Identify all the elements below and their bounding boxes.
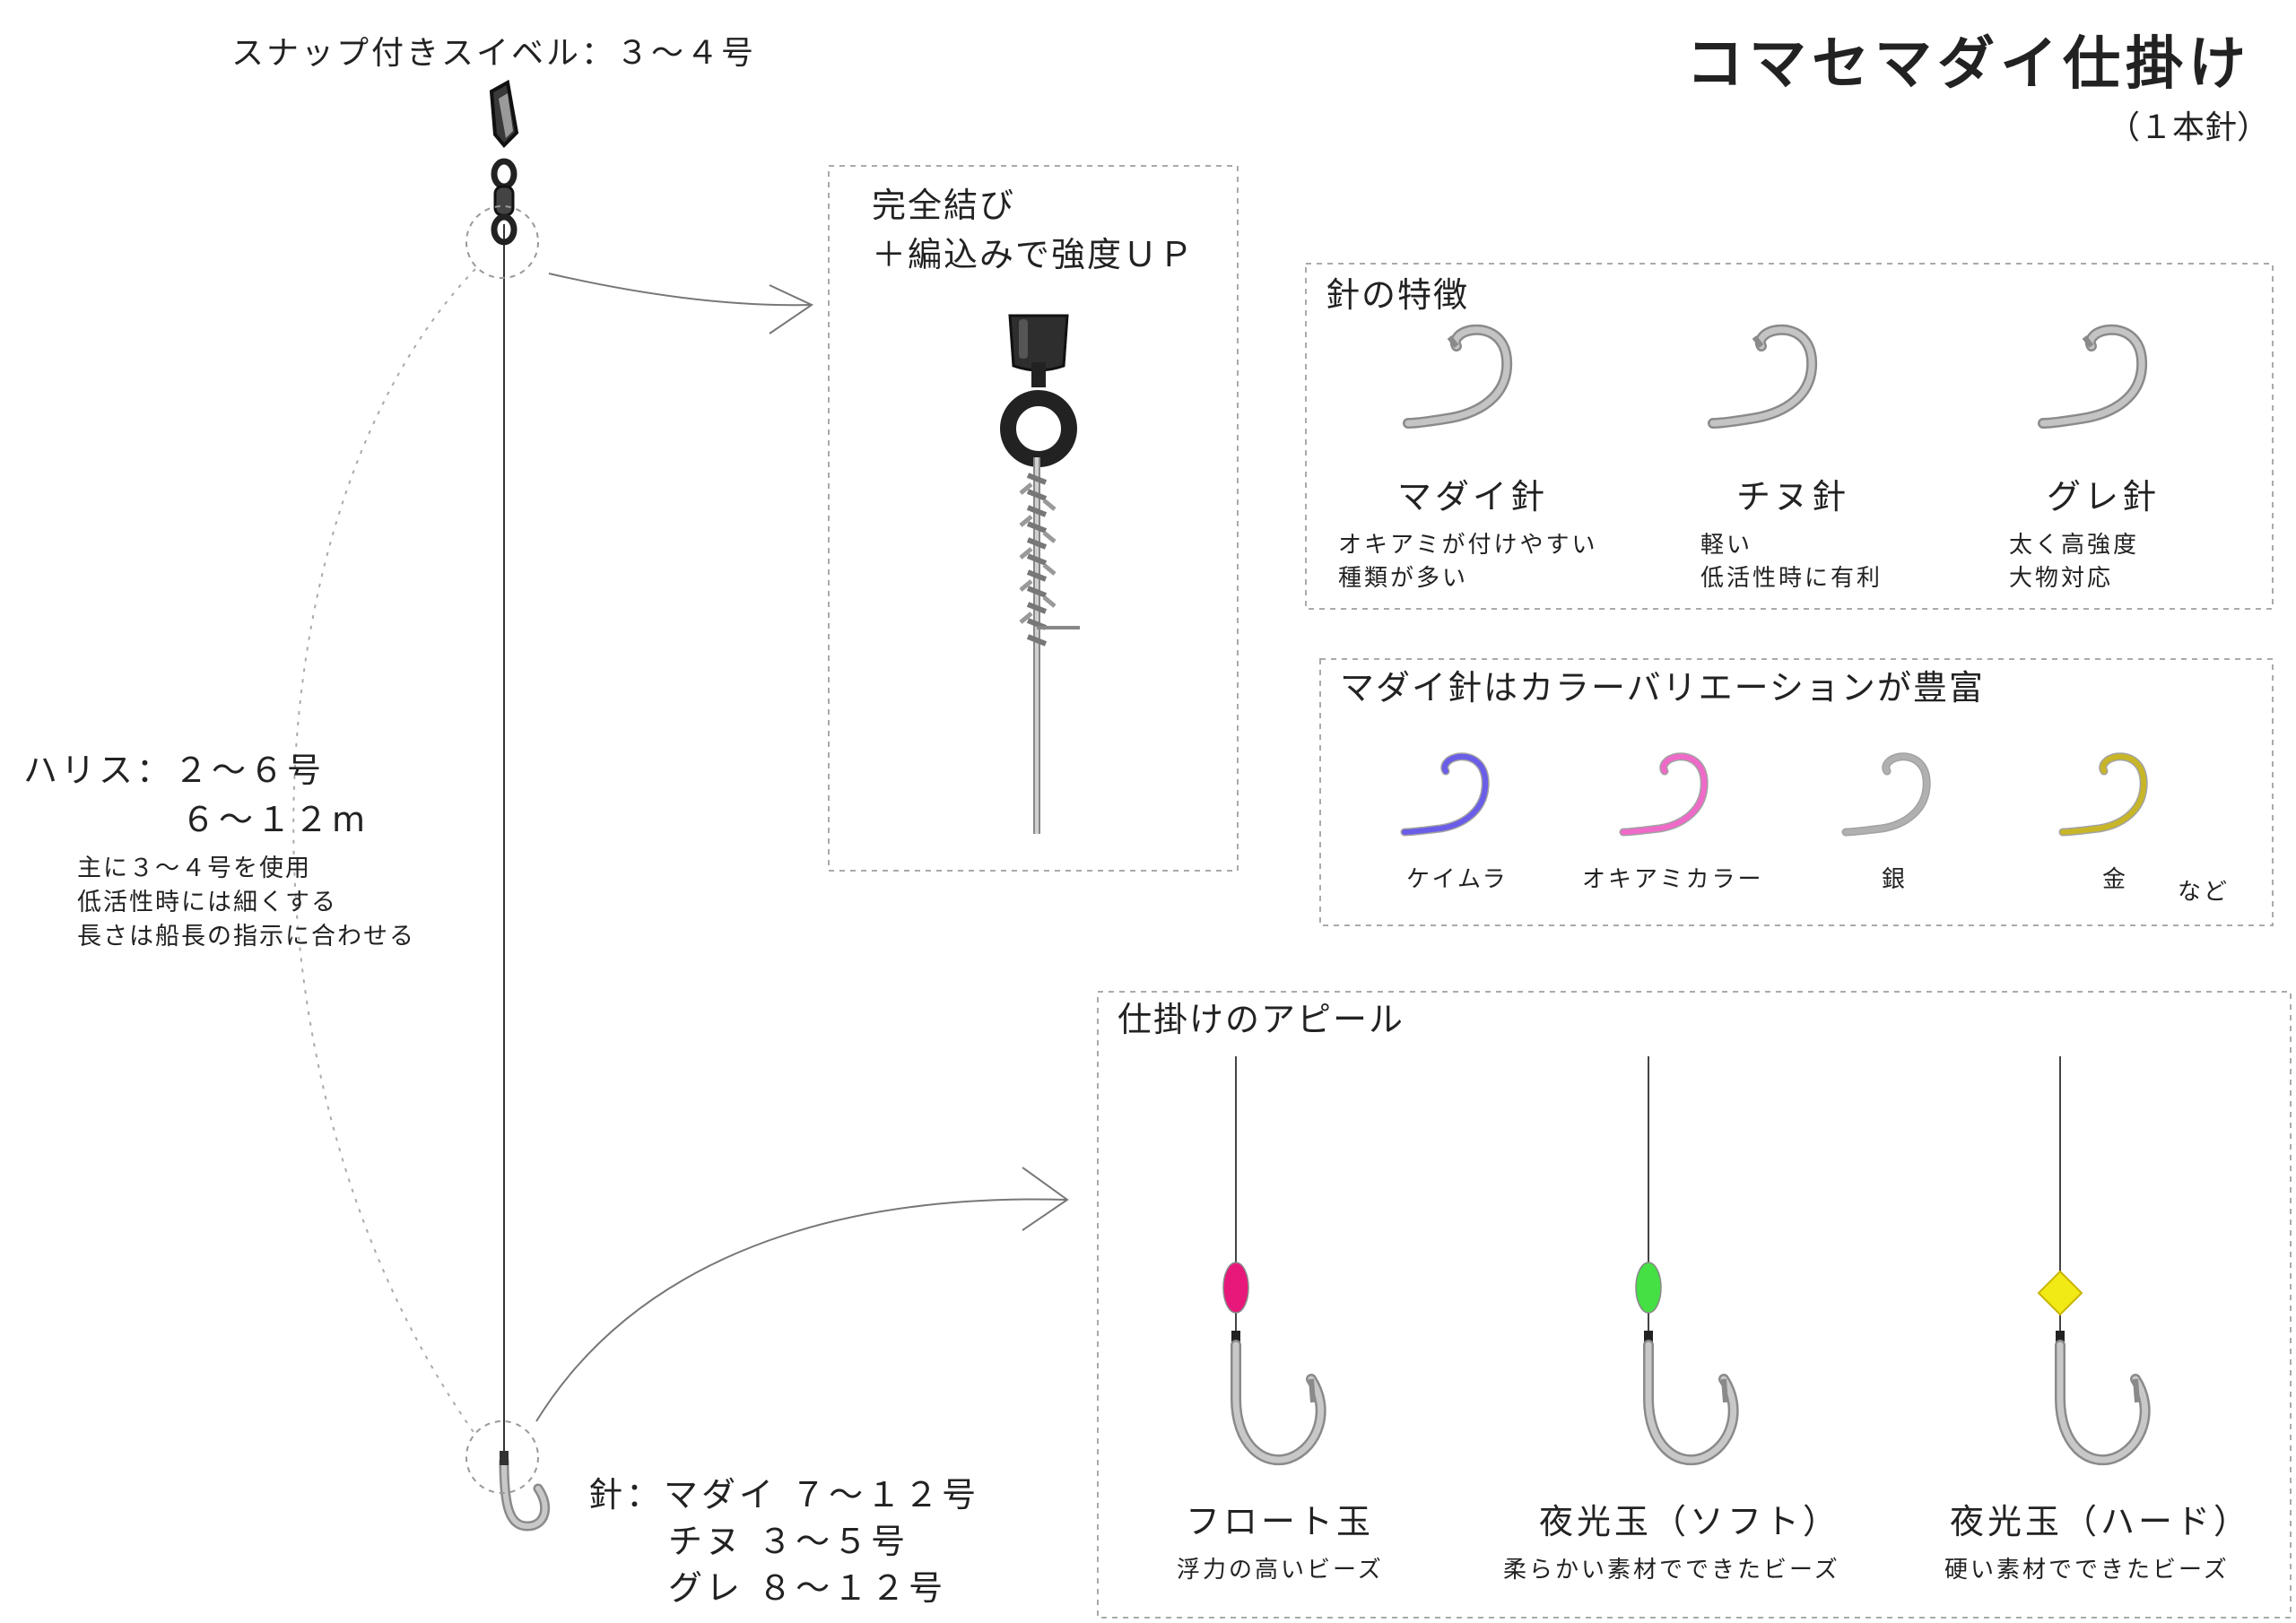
chinu-hook-name: チヌ針 [1736, 477, 1850, 516]
color-hook-icon [1400, 752, 1490, 837]
hook-features-title: 針の特徴 [1326, 275, 1470, 315]
appeal-rig [1635, 1056, 1739, 1466]
bottom-hook [499, 1451, 551, 1532]
knot-title-2: ＋編込みで強度ＵＰ [872, 235, 1196, 274]
appeal-name-float: フロート玉 [1186, 1502, 1375, 1541]
bead-icon [1222, 1262, 1249, 1314]
madai-hook-desc-1: オキアミが付けやすい [1338, 532, 1598, 559]
harris-note-3: 長さは船長の指示に合わせる [77, 923, 415, 950]
knot-illustration [1000, 314, 1080, 834]
gure-hook-name: グレ針 [2047, 477, 2161, 516]
color-name-keimura: ケイムラ [1406, 866, 1509, 893]
gure-hook-desc-1: 太く高強度 [2009, 532, 2140, 559]
madai-hook-icon [1408, 330, 1507, 423]
swivel-label: スナップ付きスイベル：３～４号 [231, 35, 757, 72]
appeal-box-title: 仕掛けのアピール [1118, 1000, 1405, 1039]
harris-note-1: 主に３～４号を使用 [77, 855, 311, 882]
appeal-box [1097, 991, 2292, 1619]
appeal-name-soft: 夜光玉（ソフト） [1539, 1502, 1841, 1541]
appeal-desc-soft: 柔らかい素材でできたビーズ [1503, 1557, 1840, 1584]
chinu-hook-icon [1713, 330, 1812, 423]
madai-hook-desc-2: 種類が多い [1338, 565, 1469, 592]
color-hook-icon [1619, 752, 1709, 837]
page-title: コマセマダイ仕掛け [1686, 31, 2251, 98]
chinu-hook-desc-2: 低活性時に有利 [1700, 565, 1883, 592]
color-etc: など [2178, 879, 2231, 906]
hook-spec-2: チヌ ３～５号 [668, 1522, 909, 1561]
hook-spec-1: 針：マダイ ７～１２号 [588, 1475, 980, 1515]
arrow-to-knot [548, 273, 813, 307]
page-subtitle: （１本針） [2108, 109, 2270, 146]
gure-hook-desc-2: 大物対応 [2009, 565, 2114, 592]
snap-swivel [489, 79, 519, 246]
hook-zoom-circle [465, 1420, 539, 1494]
harris-length-arc [292, 268, 476, 1436]
color-name-okiami: オキアミカラー [1582, 866, 1764, 893]
gure-hook-icon [2043, 330, 2142, 423]
color-box [1319, 658, 2274, 926]
bead-icon [1635, 1262, 1662, 1314]
harris-label: ハリス：２～６号 [23, 751, 326, 790]
harris-length: ６～１２m [181, 800, 370, 839]
appeal-rig [1222, 1056, 1326, 1466]
color-name-gold: 金 [2102, 866, 2129, 893]
appeal-desc-float: 浮力の高いビーズ [1177, 1557, 1384, 1584]
appeal-desc-hard: 硬い素材でできたビーズ [1944, 1557, 2230, 1584]
color-box-title: マダイ針はカラーバリエーションが豊富 [1340, 668, 1985, 707]
color-name-silver: 銀 [1882, 866, 1909, 893]
color-hook-icon [2058, 752, 2148, 837]
bead-icon [2037, 1270, 2083, 1316]
chinu-hook-desc-1: 軽い [1700, 532, 1753, 559]
knot-title-1: 完全結び [872, 186, 1016, 225]
swivel-zoom-circle [465, 205, 539, 279]
harris-note-2: 低活性時には細くする [77, 889, 337, 916]
color-hook-icon [1841, 752, 1931, 837]
knot-box [828, 165, 1239, 872]
arrow-to-appeal [535, 1198, 1068, 1422]
madai-hook-name: マダイ針 [1397, 477, 1549, 516]
appeal-rig [2037, 1056, 2151, 1466]
hook-spec-3: グレ ８～１２号 [668, 1568, 947, 1608]
appeal-name-hard: 夜光玉（ハード） [1950, 1502, 2252, 1541]
